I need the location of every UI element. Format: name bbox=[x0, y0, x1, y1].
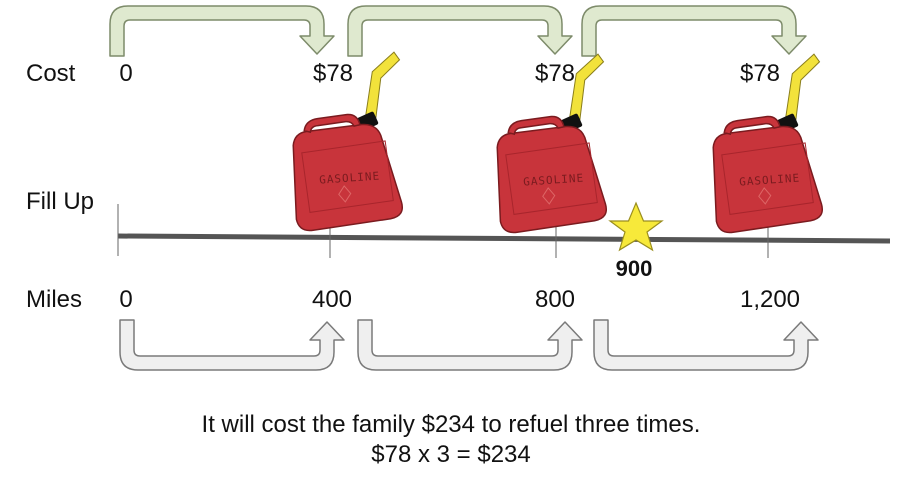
mile-value: 800 bbox=[534, 286, 576, 313]
star-marker-value: 900 bbox=[615, 256, 653, 281]
gas-can-label: GASOLINE bbox=[739, 171, 801, 188]
miles-arrow-3 bbox=[593, 319, 819, 371]
summary-caption: It will cost the family $234 to refuel t… bbox=[0, 410, 902, 470]
cost-value: $78 bbox=[534, 60, 576, 87]
gas-can-1: GASOLINE bbox=[284, 51, 412, 233]
cost-value: 0 bbox=[119, 60, 133, 87]
summary-line-1: It will cost the family $234 to refuel t… bbox=[201, 411, 701, 438]
summary-equation: $78 x 3 = $234 bbox=[371, 441, 531, 468]
timeline-axis bbox=[117, 233, 891, 244]
gas-can-label: GASOLINE bbox=[523, 171, 585, 188]
gas-can-2: GASOLINE bbox=[488, 53, 616, 235]
cost-arrow-3 bbox=[581, 5, 807, 57]
miles-arrow-2 bbox=[357, 319, 583, 371]
cost-value: $78 bbox=[739, 60, 781, 87]
cost-value: $78 bbox=[312, 60, 354, 87]
cost-row-label: Cost bbox=[26, 60, 76, 87]
fill-up-row-label: Fill Up bbox=[26, 188, 95, 215]
mile-value: 400 bbox=[311, 286, 353, 313]
mile-value: 0 bbox=[119, 286, 133, 313]
gas-can-3: GASOLINE bbox=[704, 53, 832, 235]
mile-value: 1,200 bbox=[739, 286, 801, 313]
cost-arrow-2 bbox=[347, 5, 573, 57]
miles-arrow-1 bbox=[119, 319, 345, 371]
gas-can-label: GASOLINE bbox=[319, 169, 381, 186]
cost-arrow-1 bbox=[109, 5, 335, 57]
star-marker-icon bbox=[608, 201, 664, 252]
miles-row-label: Miles bbox=[26, 286, 83, 313]
